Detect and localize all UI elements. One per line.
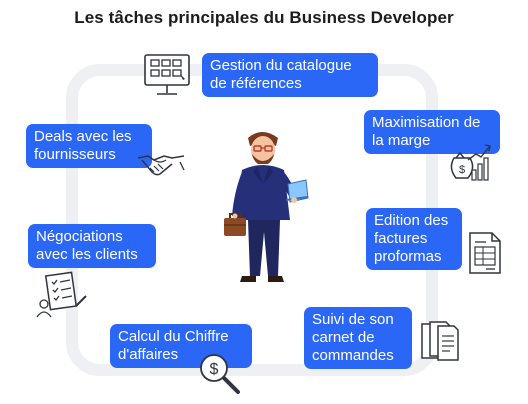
task-bubble-marge: Maximisation de la marge: [364, 110, 500, 154]
handshake-icon: [136, 148, 186, 184]
negotiation-checklist-icon: [34, 270, 92, 320]
money-bag-growth-icon: $: [446, 140, 492, 184]
task-bubble-factures: Edition des factures proformas: [366, 208, 462, 270]
task-bubble-chiffre-affaires: Calcul du Chiffre d'affaires: [110, 324, 252, 368]
task-bubble-deals: Deals avec les fournisseurs: [26, 124, 152, 168]
task-bubble-negociations: Négociations avec les clients: [28, 224, 156, 268]
invoice-document-icon: [466, 230, 504, 276]
task-bubble-catalogue: Gestion du catalogue de références: [202, 53, 378, 97]
catalog-monitor-icon: [142, 52, 192, 100]
task-bubble-commandes: Suivi de son carnet de commandes: [304, 307, 412, 369]
order-folders-icon: [416, 316, 464, 364]
svg-text:$: $: [210, 361, 219, 378]
dollar-magnifier-icon: $: [196, 350, 244, 398]
page-title: Les tâches principales du Business Devel…: [74, 8, 454, 27]
business-developer-figure: [220, 128, 316, 284]
svg-text:$: $: [459, 164, 465, 176]
